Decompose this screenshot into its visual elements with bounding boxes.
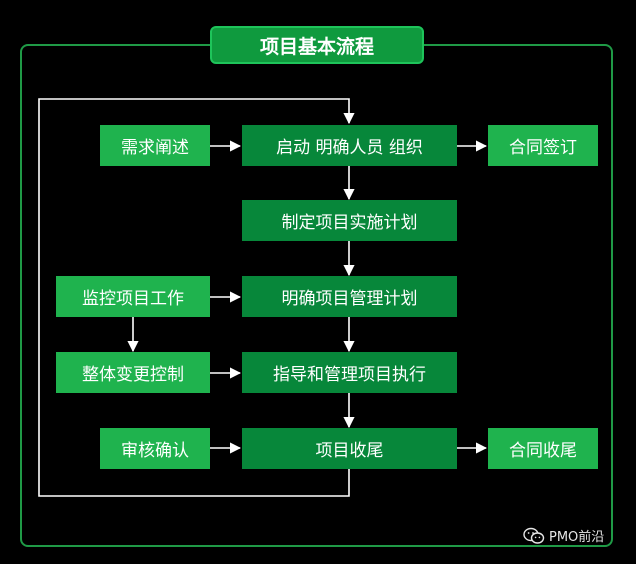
wechat-icon bbox=[523, 527, 545, 544]
node-monitor: 监控项目工作 bbox=[56, 276, 210, 317]
node-change-control: 整体变更控制 bbox=[56, 352, 210, 393]
feedback-loop-line bbox=[38, 98, 355, 497]
node-execution: 指导和管理项目执行 bbox=[242, 352, 457, 393]
node-plan-implementation: 制定项目实施计划 bbox=[242, 200, 457, 241]
diagram-title: 项目基本流程 bbox=[210, 26, 424, 64]
node-management-plan: 明确项目管理计划 bbox=[242, 276, 457, 317]
watermark: PMO前沿 bbox=[523, 526, 604, 545]
node-closing: 项目收尾 bbox=[242, 428, 457, 469]
node-audit: 审核确认 bbox=[100, 428, 210, 469]
watermark-text: PMO前沿 bbox=[549, 530, 605, 545]
node-contract: 合同签订 bbox=[488, 125, 598, 166]
node-requirements: 需求阐述 bbox=[100, 125, 210, 166]
node-initiate: 启动 明确人员 组织 bbox=[242, 125, 457, 166]
node-close-contract: 合同收尾 bbox=[488, 428, 598, 469]
